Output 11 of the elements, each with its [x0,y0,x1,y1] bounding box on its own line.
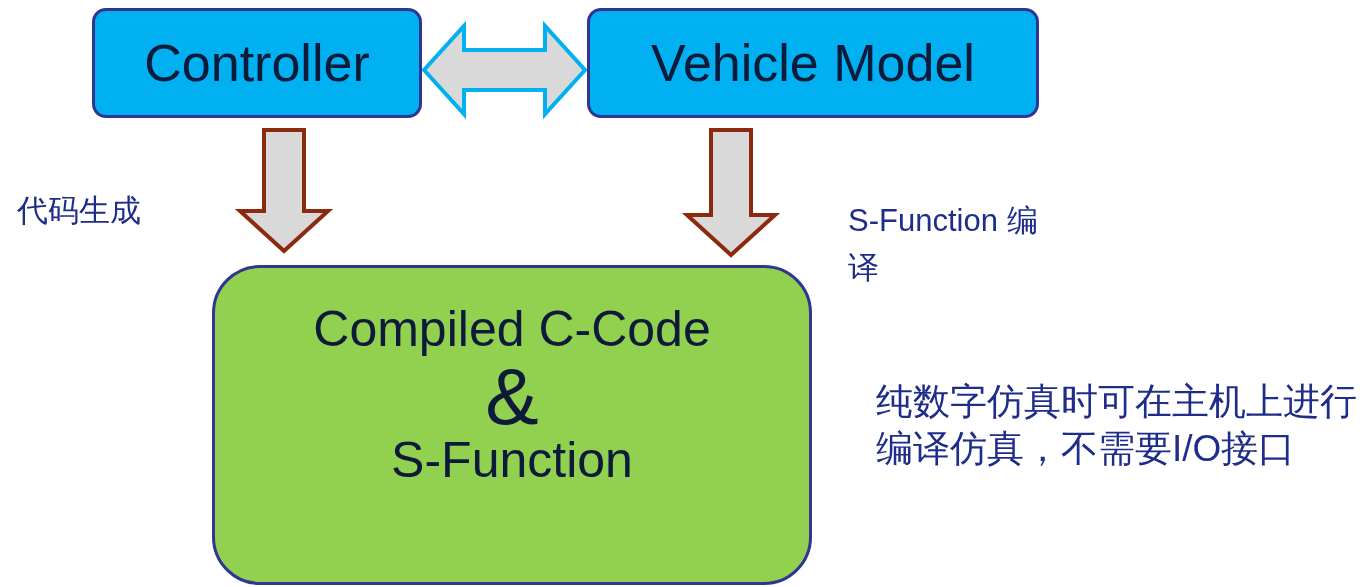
double-block-arrow [421,20,588,120]
block-arrow [681,128,781,258]
edge-label: 代码生成 [17,192,142,230]
node-text: Controller [144,33,370,93]
note-text: 纯数字仿真时可在主机上进行编译仿真，不需要I/O接口 [876,380,1358,472]
process-box [587,8,1039,118]
process-box [92,8,422,118]
edge-label: S-Function 编译 [848,202,1039,287]
process-box [212,265,812,585]
node-text: Vehicle Model [651,33,975,93]
block-arrow [234,128,334,254]
